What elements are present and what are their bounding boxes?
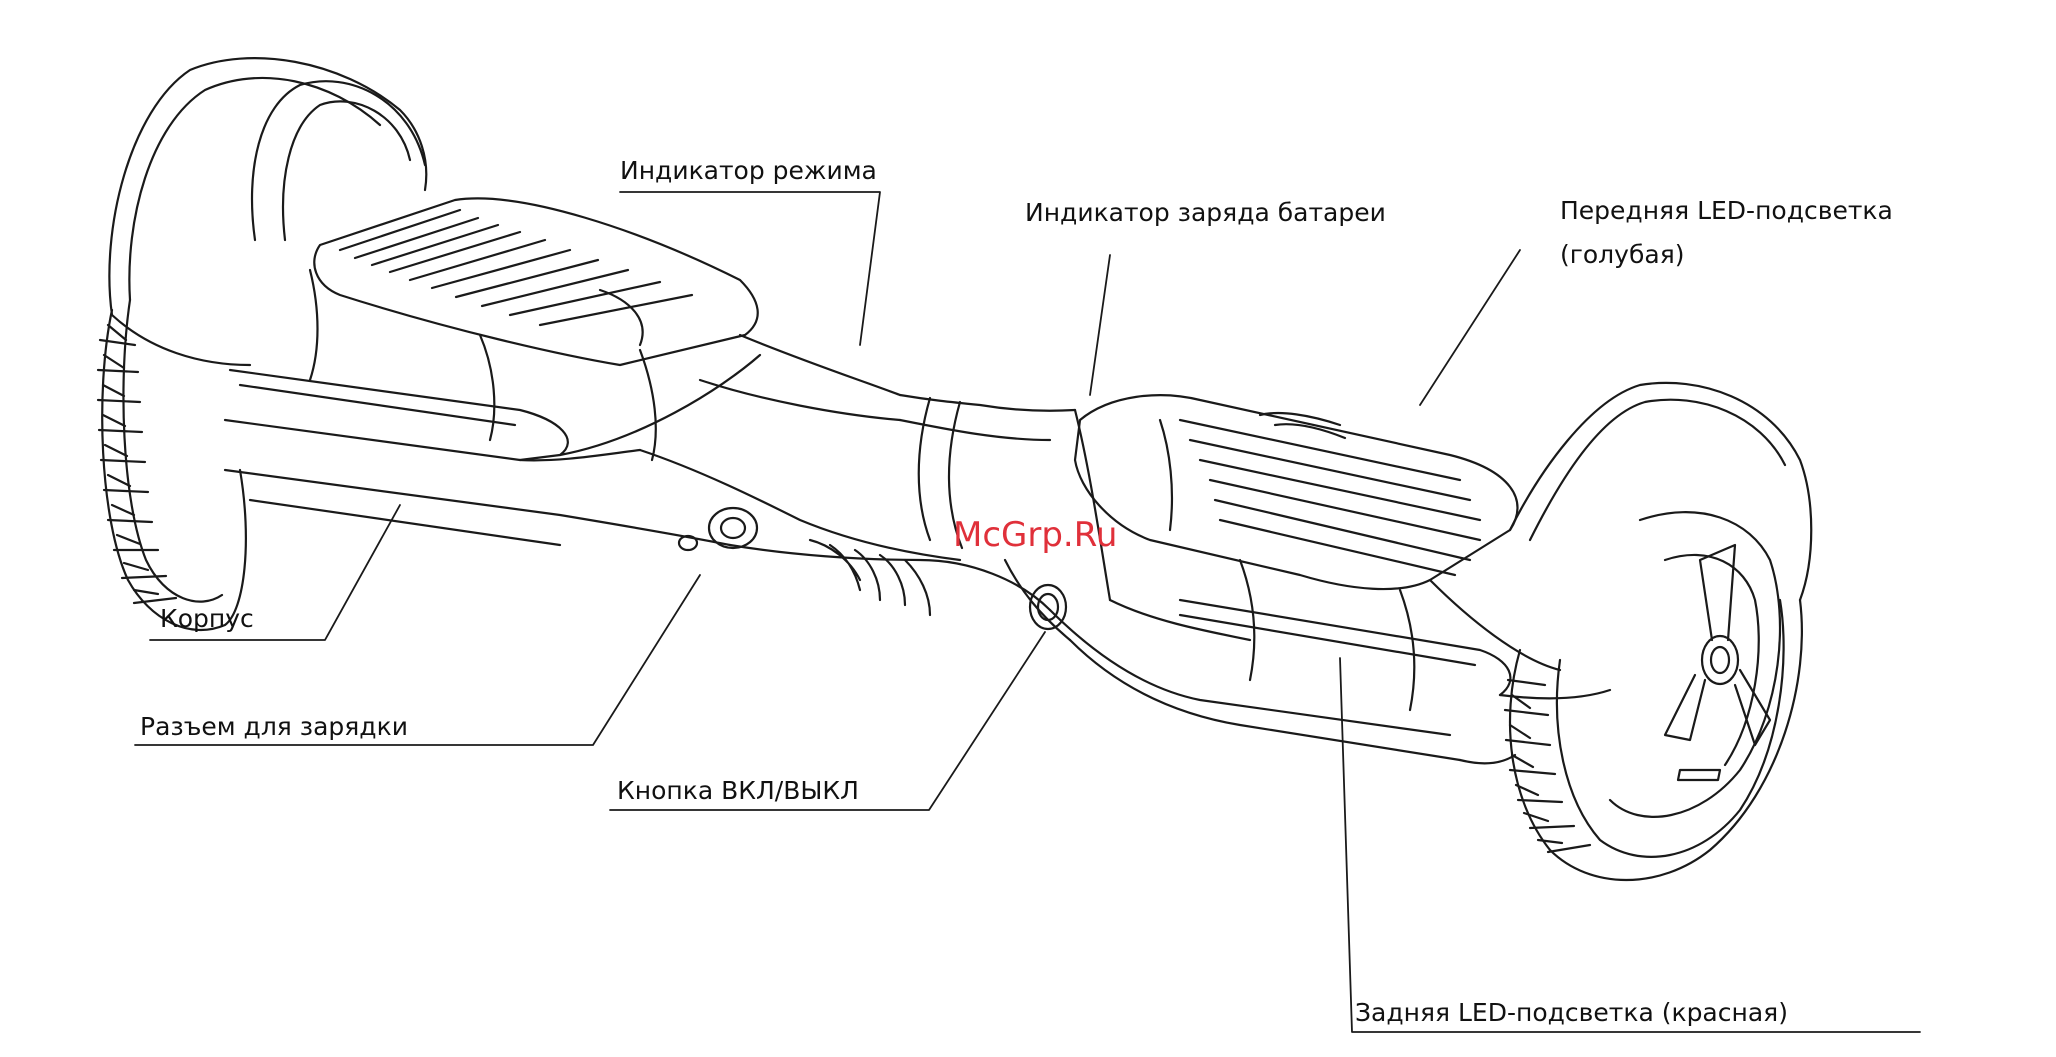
label-rear-led: Задняя LED-подсветка (красная) [1355,998,1788,1028]
right-wheel [1505,512,1802,880]
right-fender [1430,383,1811,698]
leader-rear-led [1340,658,1920,1032]
label-front-led-line2: (голубая) [1560,240,1685,270]
right-foot-pad [1075,395,1518,589]
leader-front-led [1420,250,1520,405]
label-charging-port: Разъем для зарядки [140,712,408,742]
watermark: McGrp.Ru [953,515,1117,555]
label-battery-indicator: Индикатор заряда батареи [1025,198,1386,228]
left-wheel [98,300,246,630]
label-body: Корпус [160,604,254,634]
leader-lines [135,192,1920,1032]
label-front-led-line1: Передняя LED-подсветка [1560,196,1893,226]
leader-battery-indicator [1090,255,1110,395]
right-body-side [1050,410,1515,763]
left-body-side [225,270,900,545]
label-mode-indicator: Индикатор режима [620,156,877,186]
label-power-button: Кнопка ВКЛ/ВЫКЛ [617,776,859,806]
left-fender [109,58,426,365]
left-foot-pad [314,198,757,365]
leader-mode-indicator [620,192,880,345]
